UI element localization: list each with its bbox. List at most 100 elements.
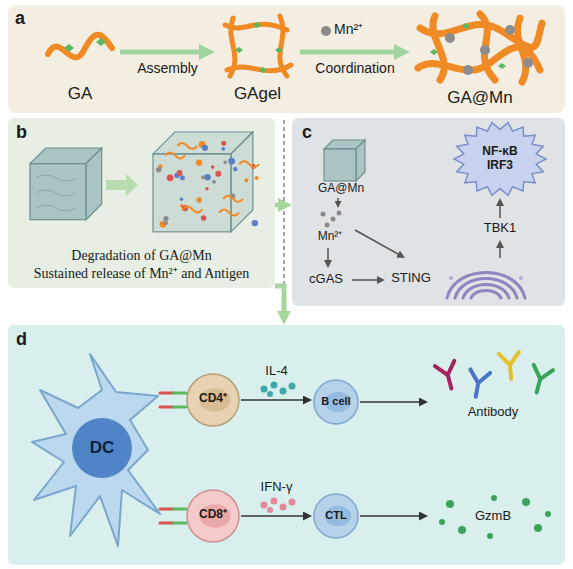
b-cell: B cell xyxy=(312,378,360,426)
hydrogel-node: GA@Mn xyxy=(312,136,370,198)
illustration-g xyxy=(418,14,542,82)
node-text: Degradation of GA@Mn xyxy=(8,248,275,264)
illustration-circle xyxy=(233,167,237,171)
illustration-circle xyxy=(201,175,205,179)
illustration-polygon xyxy=(231,132,253,232)
illustration-polyline xyxy=(275,286,284,318)
illustration-path xyxy=(518,18,526,82)
illustration-circle xyxy=(337,211,342,216)
illustration-rect xyxy=(30,164,86,220)
illustration-circle xyxy=(196,197,202,203)
illustration-g xyxy=(225,16,291,76)
illustration-g xyxy=(447,273,525,299)
ion-node: Mn²⁺ xyxy=(305,208,355,248)
pathway-node: STING xyxy=(385,258,535,300)
molecule-illustration: GA xyxy=(40,12,120,107)
illustration-circle xyxy=(156,167,161,172)
illustration-circle xyxy=(491,495,497,501)
hydrogel-illustration: GA@Mn xyxy=(410,8,550,110)
illustration-circle xyxy=(221,141,226,146)
illustration-path xyxy=(480,14,495,80)
hydrogel-illustration: GAgel xyxy=(215,10,300,107)
illustration-circle xyxy=(180,175,185,180)
illustration-path xyxy=(471,291,501,299)
illustration-polygon xyxy=(32,354,160,546)
illustration-circle xyxy=(446,500,454,508)
illustration-circle xyxy=(223,161,227,165)
illustration-path xyxy=(219,210,239,216)
node-text: GA@Mn xyxy=(312,182,370,196)
illustration-circle xyxy=(487,533,493,539)
illustration-g xyxy=(527,365,553,395)
illustration-circle xyxy=(167,174,174,181)
illustration-path xyxy=(235,22,283,73)
illustration-g xyxy=(36,175,76,211)
cytotoxic-t-cell: CTL xyxy=(312,492,360,540)
panel-letter: b xyxy=(16,122,27,143)
illustration-g xyxy=(321,211,342,228)
arrow-connector xyxy=(275,205,285,206)
illustration-circle xyxy=(252,220,258,226)
illustration-path xyxy=(280,16,287,76)
illustration-circle xyxy=(201,215,206,220)
illustration-rect xyxy=(324,149,356,181)
illustration-circle xyxy=(523,58,533,68)
illustration-path xyxy=(177,143,197,149)
illustration-path xyxy=(430,23,506,69)
free-label: Mn²⁺ xyxy=(334,21,363,37)
illustration-circle xyxy=(211,165,215,169)
illustration-path xyxy=(36,175,76,211)
illustration-circle xyxy=(522,498,530,506)
antibody-node: Antibody xyxy=(428,345,558,425)
illustration-path xyxy=(455,279,517,299)
t-cell: CD4⁺ xyxy=(185,372,241,428)
node-text: GAgel xyxy=(215,84,300,104)
illustration-path xyxy=(183,206,203,212)
edge-label: Coordination xyxy=(315,60,394,76)
illustration-g xyxy=(466,369,490,398)
node-text: Antibody xyxy=(428,405,558,420)
illustration-g xyxy=(499,352,521,380)
illustration-g xyxy=(449,276,523,280)
panel-band: a GA GAgel GA@Mn xyxy=(8,5,565,113)
node-text: GzmB xyxy=(428,509,558,524)
node-text: CTL xyxy=(312,509,360,522)
illustration-polyline xyxy=(275,203,285,208)
node-text: DC xyxy=(72,438,132,458)
illustration-circle xyxy=(221,147,225,151)
illustration-path xyxy=(466,369,490,398)
illustration-g xyxy=(30,148,102,220)
pathway-node: cGAS xyxy=(300,268,352,292)
illustration-circle xyxy=(177,170,183,176)
illustration-path xyxy=(48,35,112,58)
arrow-connector xyxy=(275,286,284,318)
illustration-circle xyxy=(325,223,330,228)
illustration-path xyxy=(239,161,259,167)
illustration-circle xyxy=(196,160,202,166)
illustration-circle xyxy=(204,174,210,180)
illustration-path xyxy=(447,273,525,299)
illustration-circle xyxy=(331,217,336,222)
illustration-g xyxy=(324,140,365,181)
illustration-circle xyxy=(215,171,221,177)
illustration-circle xyxy=(505,25,515,35)
panel-letter: a xyxy=(15,8,25,29)
node-text: CD8⁺ xyxy=(185,508,241,522)
illustration-circle xyxy=(72,418,132,478)
illustration-circle xyxy=(180,197,184,201)
illustration-polygon xyxy=(86,148,102,220)
panel-letter: d xyxy=(16,329,27,350)
starburst-node: NF-κB IRF3 xyxy=(452,120,548,198)
illustration-circle xyxy=(164,221,168,225)
illustration-circle xyxy=(519,276,523,280)
illustration-path xyxy=(230,18,235,76)
node-text: Mn²⁺ xyxy=(305,230,355,244)
illustration-g xyxy=(153,132,253,232)
panel-letter: c xyxy=(302,122,312,143)
illustration-circle xyxy=(439,519,445,525)
node-text: B cell xyxy=(312,395,360,408)
illustration-polygon xyxy=(454,123,546,196)
illustration-circle xyxy=(244,178,248,182)
illustration-path xyxy=(433,16,444,80)
